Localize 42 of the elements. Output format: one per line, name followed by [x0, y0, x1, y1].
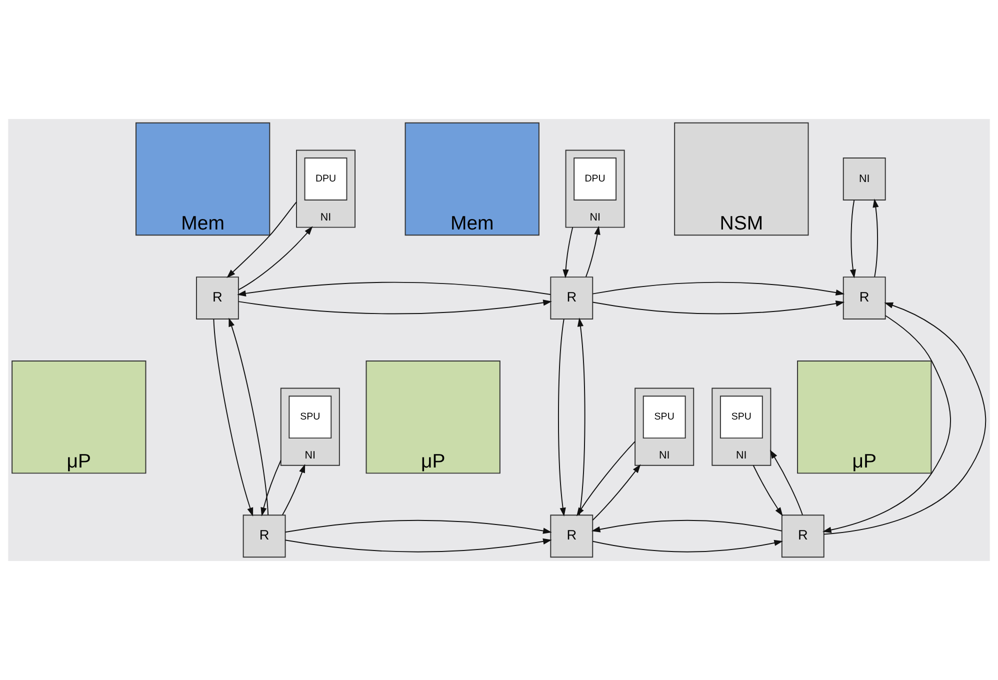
node-box: R	[781, 514, 824, 558]
arrow	[237, 282, 551, 296]
node-box: Mem	[404, 122, 540, 236]
arrow	[238, 226, 313, 290]
arrow	[213, 318, 254, 516]
node-box: R	[242, 514, 286, 558]
arrow	[238, 300, 552, 314]
arrow	[282, 464, 306, 516]
node-box: R	[550, 514, 594, 558]
arrow	[823, 302, 986, 535]
node-box: SPU	[720, 396, 763, 439]
arrow	[770, 450, 803, 516]
node-box: R	[550, 276, 594, 320]
arrow	[872, 198, 879, 278]
arrow	[562, 226, 574, 278]
node-box: μP	[366, 360, 500, 474]
arrow	[284, 538, 552, 552]
arrow	[752, 464, 783, 516]
node-box: DPU	[304, 158, 348, 200]
arrow	[558, 318, 566, 517]
arrow	[228, 318, 269, 516]
arrow	[822, 315, 951, 533]
arrow	[592, 464, 641, 521]
arrow	[585, 226, 600, 278]
node-box: μP	[797, 360, 932, 474]
node-box: R	[196, 276, 239, 320]
arrow	[850, 200, 856, 278]
arrow	[592, 282, 845, 296]
arrow	[591, 520, 782, 532]
arrow	[260, 460, 282, 516]
arrow	[226, 201, 297, 278]
node-box: Mem	[136, 122, 270, 236]
node-box: DPU	[574, 158, 617, 200]
node-box: NSM	[674, 122, 809, 236]
node-box: R	[842, 276, 886, 320]
node-box: μP	[12, 360, 146, 474]
arrow	[284, 520, 552, 534]
arrow	[592, 540, 783, 552]
node-box: NI	[842, 158, 886, 200]
node-box: SPU	[288, 396, 332, 439]
arrow	[592, 300, 845, 314]
node-box: SPU	[642, 396, 686, 439]
